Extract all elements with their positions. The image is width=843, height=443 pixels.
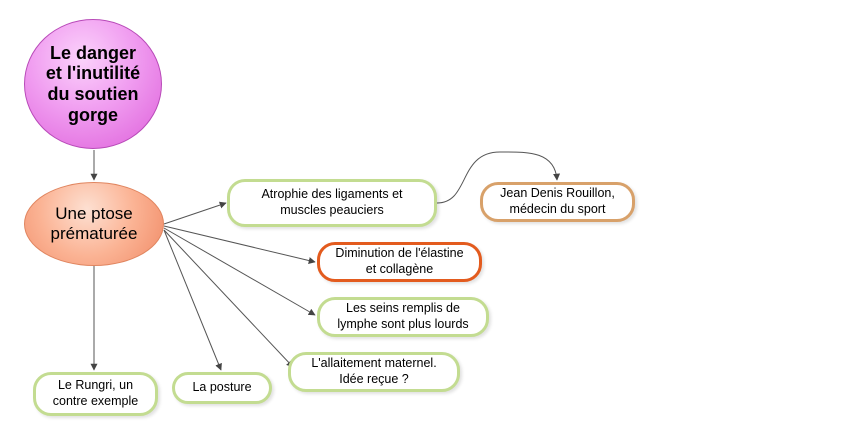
edge-ptose-to-atrophie: [163, 201, 227, 225]
edge-atrophie-to-jean: [436, 151, 561, 204]
edge-ptose-to-posture: [163, 229, 222, 371]
connector-group: [90, 150, 561, 371]
node-jean-denis-rouillon[interactable]: Jean Denis Rouillon, médecin du sport: [480, 182, 635, 222]
node-atrophie-ligaments[interactable]: Atrophie des ligaments et muscles peauci…: [227, 179, 437, 227]
node-main-topic[interactable]: Le danger et l'inutilité du soutien gorg…: [24, 19, 162, 149]
node-la-posture[interactable]: La posture: [172, 372, 272, 404]
node-le-rungri[interactable]: Le Rungri, un contre exemple: [33, 372, 158, 416]
edge-ptose-to-allaitement: [163, 229, 294, 368]
node-diminution-elastine[interactable]: Diminution de l'élastine et collagène: [317, 242, 482, 282]
edge-ptose-to-diminution: [163, 225, 316, 264]
node-seins-lymphe[interactable]: Les seins remplis de lymphe sont plus lo…: [317, 297, 489, 337]
node-ptose-prematuree[interactable]: Une ptose prématurée: [24, 182, 164, 266]
edge-ptose-to-seins: [163, 227, 316, 316]
node-allaitement-maternel[interactable]: L'allaitement maternel. Idée reçue ?: [288, 352, 460, 392]
